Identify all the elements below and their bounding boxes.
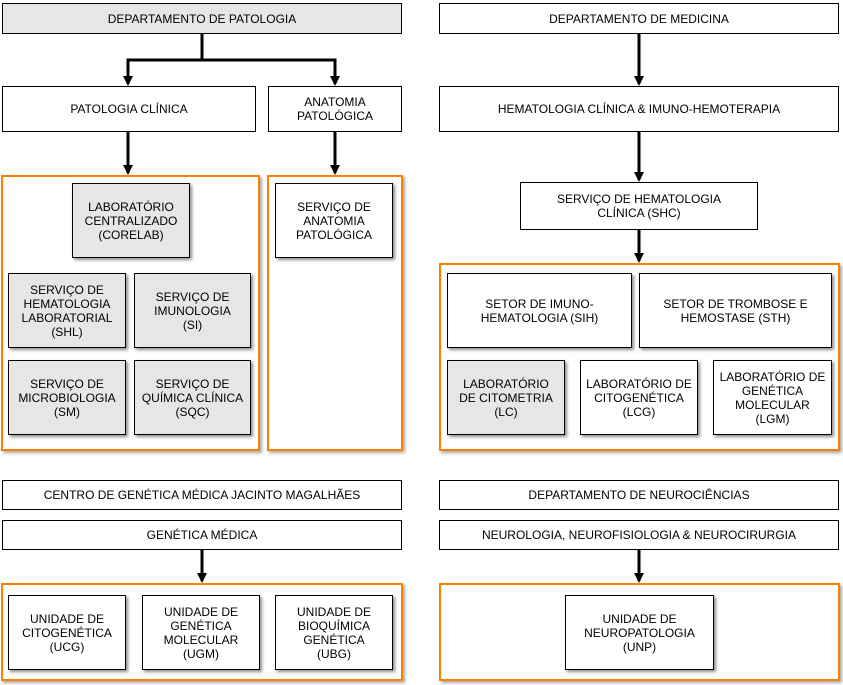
ubg-box: UNIDADE DE BIOQUÍMICA GENÉTICA (UBG) [275, 595, 393, 670]
shl-box: SERVIÇO DE HEMATOLOGIA LABORATORIAL (SHL… [8, 273, 126, 348]
shc-box: SERVIÇO DE HEMATOLOGIA CLÍNICA (SHC) [520, 182, 758, 230]
genetica-medica-box: GENÉTICA MÉDICA [2, 520, 402, 550]
group-patologia-clinica [1, 175, 260, 451]
patologia-clinica-box: PATOLOGIA CLÍNICA [2, 86, 256, 132]
servico-anatomia-box: SERVIÇO DE ANATOMIA PATOLÓGICA [275, 183, 393, 258]
department-medicina: DEPARTAMENTO DE MEDICINA [439, 3, 839, 34]
sih-box: SETOR DE IMUNO- HEMATOLOGIA (SIH) [447, 273, 632, 348]
corelab-box: LABORATÓRIO CENTRALIZADO (CORELAB) [72, 183, 190, 258]
ucg-box: UNIDADE DE CITOGENÉTICA (UCG) [8, 595, 126, 670]
group-anatomia-patologica [267, 175, 403, 451]
anatomia-patologica-box: ANATOMIA PATOLÓGICA [268, 86, 402, 132]
lc-box: LABORATÓRIO DE CITOMETRIA (LC) [447, 360, 565, 435]
department-patologia: DEPARTAMENTO DE PATOLOGIA [2, 3, 402, 34]
department-neurociencias: DEPARTAMENTO DE NEUROCIÊNCIAS [439, 480, 839, 510]
group-hematologia [439, 263, 840, 451]
unp-box: UNIDADE DE NEUROPATOLOGIA (UNP) [565, 595, 714, 670]
centro-genetica-box: CENTRO DE GENÉTICA MÉDICA JACINTO MAGALH… [2, 480, 402, 510]
sth-box: SETOR DE TROMBOSE E HEMOSTASE (STH) [639, 273, 832, 348]
arrow-patologia-to-clinica [123, 34, 204, 86]
si-box: SERVIÇO DE IMUNOLOGIA (SI) [134, 273, 251, 348]
arrow-patologia-to-anatomia [202, 58, 340, 86]
sqc-box: SERVIÇO DE QUÍMICA CLÍNICA (SQC) [134, 360, 251, 435]
group-neuro [439, 583, 840, 681]
lcg-box: LABORATÓRIO DE CITOGENÉTICA (LCG) [580, 360, 698, 435]
neurologia-box: NEUROLOGIA, NEUROFISIOLOGIA & NEUROCIRUR… [439, 520, 839, 550]
group-genetica-medica [1, 583, 403, 681]
sm-box: SERVIÇO DE MICROBIOLOGIA (SM) [8, 360, 126, 435]
hematologia-clinica-box: HEMATOLOGIA CLÍNICA & IMUNO-HEMOTERAPIA [439, 86, 839, 132]
ugm-box: UNIDADE DE GENÉTICA MOLECULAR (UGM) [142, 595, 260, 670]
lgm-box: LABORATÓRIO DE GENÉTICA MOLECULAR (LGM) [713, 360, 832, 435]
